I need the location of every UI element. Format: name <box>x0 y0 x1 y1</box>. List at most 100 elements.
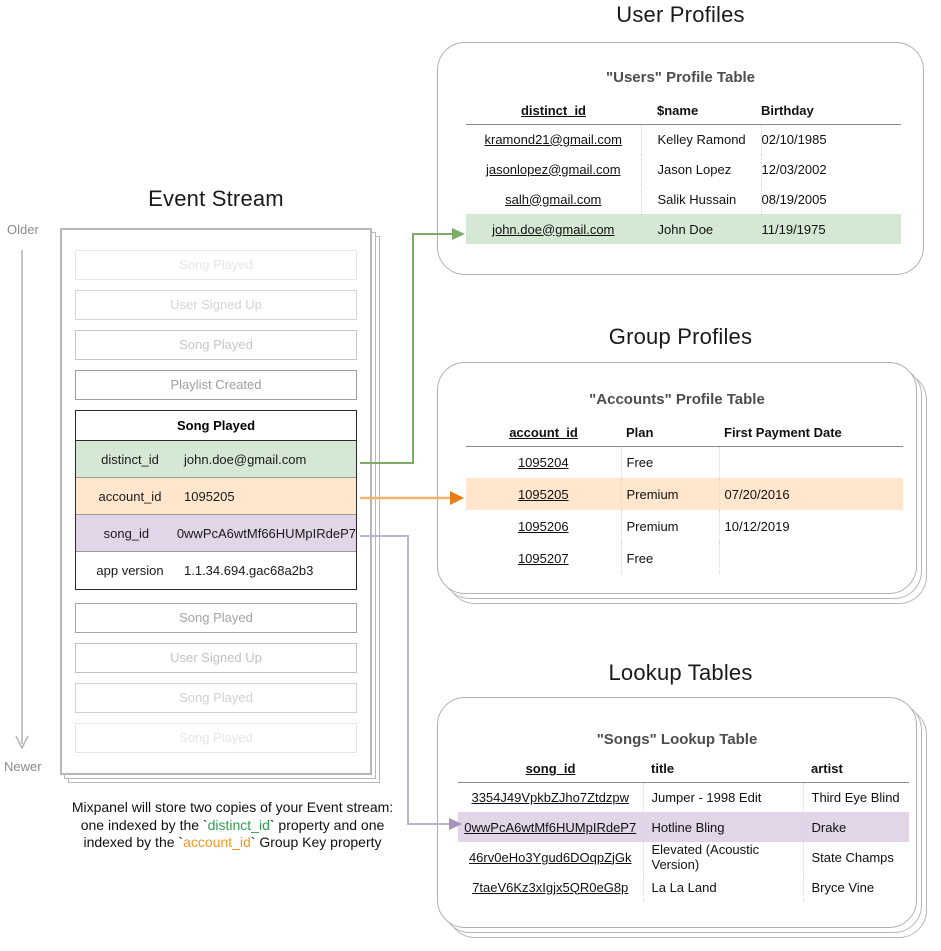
users-profile-panel: "Users" Profile Table distinct_id $name … <box>437 42 924 275</box>
cell-song-id: 7taeV6Kz3xIgjx5QR0eG8p <box>458 872 644 902</box>
table-row: 46rv0eHo3Ygud6DOqpZjGk Elevated (Acousti… <box>458 842 909 872</box>
table-row: 1095206 Premium 10/12/2019 <box>466 510 903 542</box>
table-row: salh@gmail.com Salik Hussain 08/19/2005 <box>466 184 901 214</box>
table-row: 7taeV6Kz3xIgjx5QR0eG8p La La Land Bryce … <box>458 872 909 902</box>
timeline-arrow <box>15 250 29 750</box>
table-row: 1095207 Free <box>466 542 903 574</box>
expanded-event-name: Song Played <box>76 411 356 441</box>
property-row-app-version: app version 1.1.34.694.gac68a2b3 <box>76 552 356 589</box>
event-row: User Signed Up <box>75 643 357 673</box>
cell-artist: State Champs <box>811 849 894 865</box>
table-header-row: distinct_id $name Birthday <box>466 98 901 124</box>
cell-title: Elevated (Acoustic Version) <box>643 842 804 872</box>
users-table-title: "Users" Profile Table <box>606 69 755 86</box>
table-header-row: song_id title artist <box>458 756 909 782</box>
expanded-event-card: Song Played distinct_id john.doe@gmail.c… <box>75 410 357 590</box>
property-key: distinct_id <box>101 451 159 467</box>
column-header: title <box>651 761 675 777</box>
column-header: song_id <box>525 761 576 777</box>
cell-birthday: 08/19/2005 <box>761 191 827 207</box>
cell-account-id: 1095207 <box>466 542 622 574</box>
property-key: song_id <box>103 525 150 541</box>
cell-account-id: 1095205 <box>466 478 622 510</box>
cell-name: John Doe <box>641 214 762 244</box>
cell-plan: Free <box>621 542 720 574</box>
property-value: 0wwPcA6wtMf66HUMpIRdeP7 <box>176 525 356 541</box>
table-row: 3354J49VpkbZJho7Ztdzpw Jumper - 1998 Edi… <box>458 782 909 812</box>
property-row-distinct-id: distinct_id john.doe@gmail.com <box>76 441 356 478</box>
cell-distinct-id: kramond21@gmail.com <box>466 124 642 154</box>
column-header: distinct_id <box>520 103 586 119</box>
cell-name: Salik Hussain <box>641 184 762 214</box>
cell-account-id: 1095206 <box>466 510 622 542</box>
caption-line-2: one indexed by the `distinct_id` propert… <box>80 816 385 833</box>
column-header: First Payment Date <box>724 425 842 441</box>
cell-name: Kelley Ramond <box>641 124 762 154</box>
distinct-id-code: distinct_id <box>207 816 270 833</box>
table-row: jasonlopez@gmail.com Jason Lopez 12/03/2… <box>466 154 901 184</box>
cell-distinct-id: salh@gmail.com <box>466 184 642 214</box>
accounts-table: account_id Plan First Payment Date 10952… <box>466 420 903 574</box>
event-row: Song Played <box>75 723 357 753</box>
cell-artist: Third Eye Blind <box>811 789 900 805</box>
event-row: Song Played <box>75 250 357 280</box>
table-row-highlighted: 1095205 Premium 07/20/2016 <box>466 478 903 510</box>
event-row: Song Played <box>75 330 357 360</box>
group-profiles-title: Group Profiles <box>608 324 753 349</box>
accounts-profile-panel: "Accounts" Profile Table account_id Plan… <box>437 362 917 594</box>
property-key: app version <box>96 563 164 578</box>
cell-plan: Premium <box>621 510 720 542</box>
cell-plan: Free <box>621 446 720 478</box>
cell-first-payment-date: 07/20/2016 <box>719 478 903 510</box>
column-header: $name <box>657 103 699 119</box>
event-row: Playlist Created <box>75 370 357 400</box>
cell-artist: Drake <box>803 812 909 842</box>
property-row-song-id: song_id 0wwPcA6wtMf66HUMpIRdeP7 <box>76 515 356 552</box>
event-stream-panel: Song Played User Signed Up Song Played P… <box>60 228 372 775</box>
column-header: account_id <box>509 425 578 441</box>
cell-account-id: 1095204 <box>466 446 622 478</box>
cell-artist: Bryce Vine <box>811 879 875 895</box>
cell-first-payment-date <box>719 446 903 478</box>
column-header: Plan <box>626 425 654 441</box>
cell-title: Jumper - 1998 Edit <box>643 782 804 812</box>
column-header: Birthday <box>761 103 814 119</box>
event-row: Song Played <box>75 683 357 713</box>
cell-song-id: 46rv0eHo3Ygud6DOqpZjGk <box>458 842 644 872</box>
cell-plan: Premium <box>621 478 720 510</box>
cell-name: Jason Lopez <box>641 154 762 184</box>
caption-line-3: indexed by the `account_id` Group Key pr… <box>83 834 382 850</box>
songs-table: song_id title artist 3354J49VpkbZJho7Ztd… <box>458 756 909 902</box>
users-table: distinct_id $name Birthday kramond21@gma… <box>466 98 901 244</box>
cell-song-id: 0wwPcA6wtMf6HUMpIRdeP7 <box>458 812 644 842</box>
table-row-highlighted: 0wwPcA6wtMf6HUMpIRdeP7 Hotline Bling Dra… <box>458 812 909 842</box>
property-key: account_id <box>98 488 162 504</box>
accounts-table-title: "Accounts" Profile Table <box>589 391 765 408</box>
cell-song-id: 3354J49VpkbZJho7Ztdzpw <box>458 782 644 812</box>
user-profiles-title: User Profiles <box>616 2 745 27</box>
table-row: 1095204 Free <box>466 446 903 478</box>
cell-birthday: 12/03/2002 <box>761 161 827 177</box>
table-header-row: account_id Plan First Payment Date <box>466 420 903 446</box>
property-row-account-id: account_id 1095205 <box>76 478 356 515</box>
footer-caption: Mixpanel will store two copies of your E… <box>30 799 435 852</box>
table-row: kramond21@gmail.com Kelley Ramond 02/10/… <box>466 124 901 154</box>
cell-birthday: 02/10/1985 <box>761 131 827 147</box>
cell-first-payment-date <box>719 542 903 574</box>
songs-lookup-panel: "Songs" Lookup Table song_id title artis… <box>437 697 917 928</box>
cell-birthday: 11/19/1975 <box>761 214 901 244</box>
cell-distinct-id: jasonlopez@gmail.com <box>466 154 642 184</box>
songs-table-title: "Songs" Lookup Table <box>596 731 758 748</box>
newer-label: Newer <box>4 759 42 774</box>
cell-title: La La Land <box>643 872 804 902</box>
table-row-highlighted: john.doe@gmail.com John Doe 11/19/1975 <box>466 214 901 244</box>
property-value: 1095205 <box>184 488 235 504</box>
event-row: Song Played <box>75 603 357 633</box>
older-label: Older <box>7 222 39 237</box>
account-id-code: account_id <box>183 834 251 850</box>
property-value: 1.1.34.694.gac68a2b3 <box>184 563 314 578</box>
cell-first-payment-date: 10/12/2019 <box>724 518 790 534</box>
event-stream-title: Event Stream <box>148 186 284 211</box>
caption-line-1: Mixpanel will store two copies of your E… <box>71 799 394 815</box>
